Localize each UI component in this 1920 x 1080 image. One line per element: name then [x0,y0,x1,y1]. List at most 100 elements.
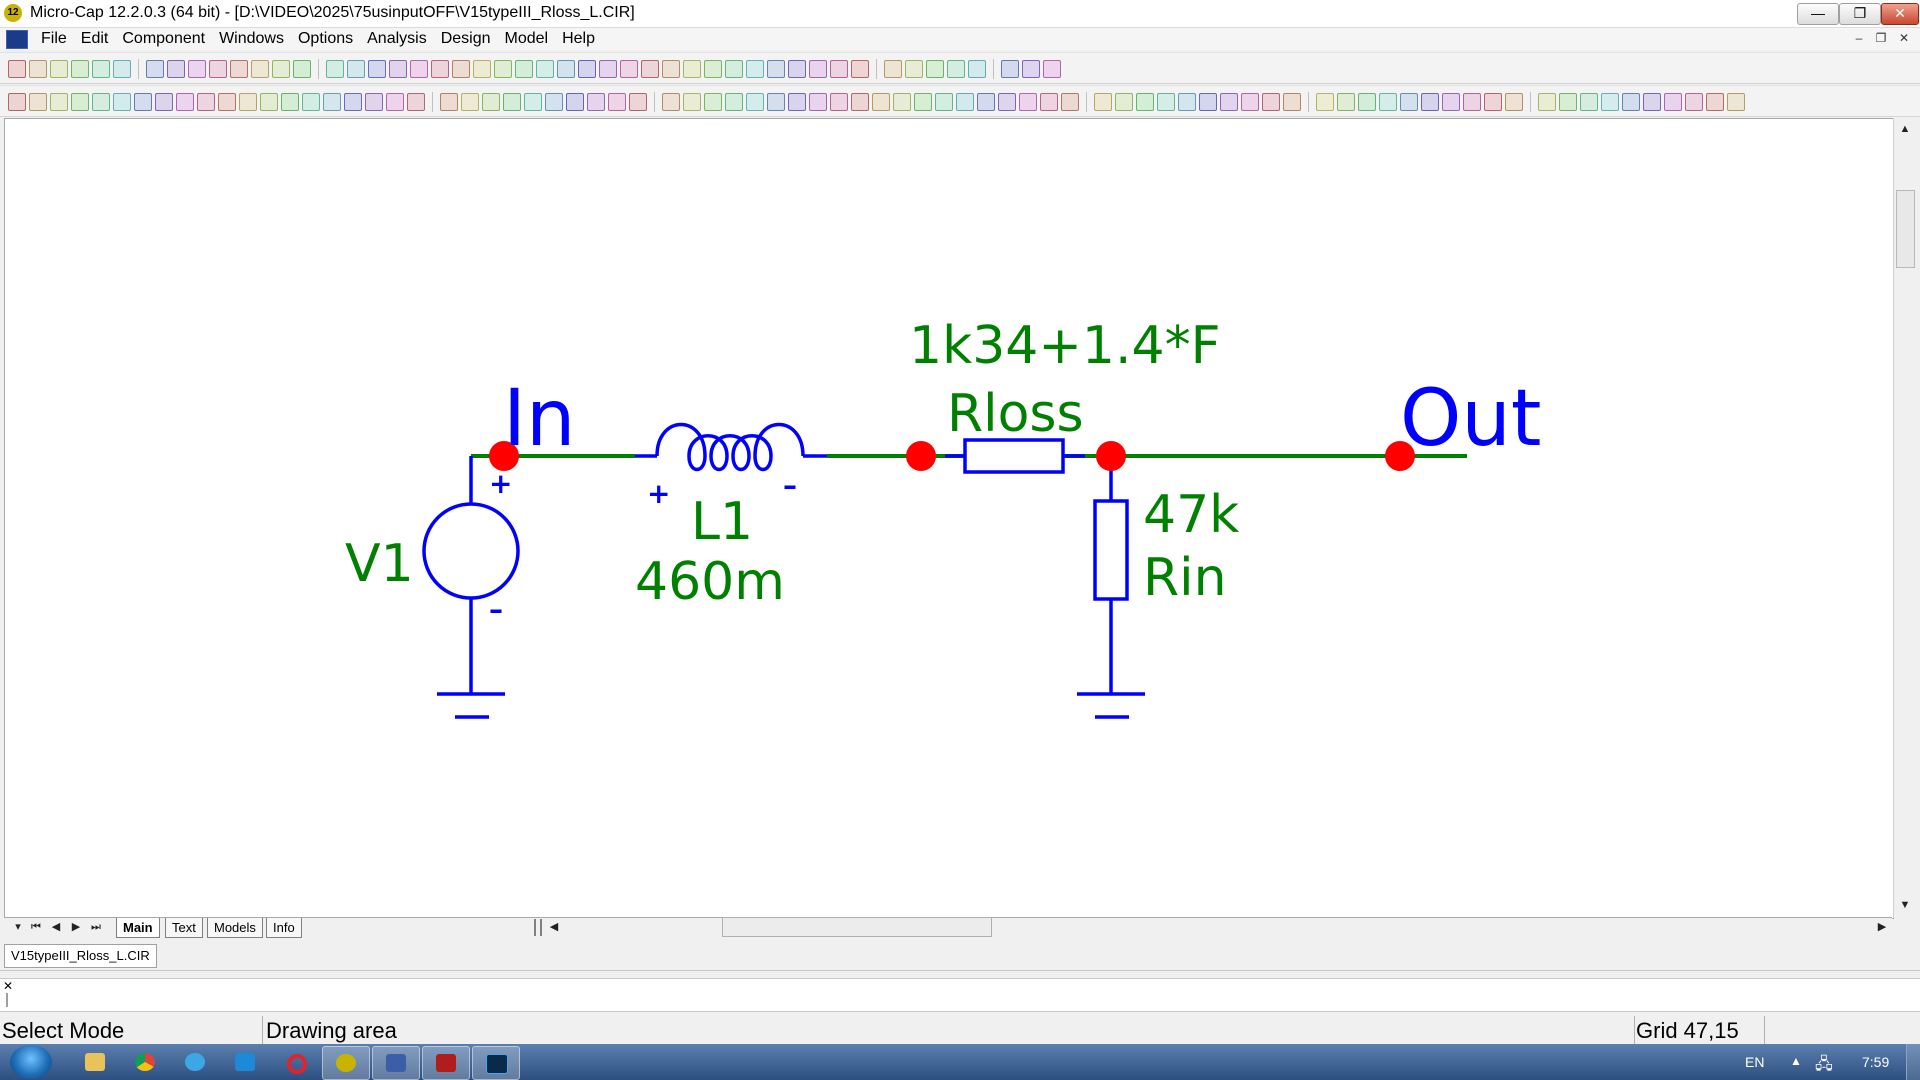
component-tool-icon[interactable] [407,93,425,111]
menu-windows[interactable]: Windows [219,30,284,47]
node-dot-rloss-rin[interactable] [1096,441,1126,471]
first-tab-icon[interactable]: ⏮ [31,921,41,933]
tab-text[interactable]: Text [165,918,203,938]
component-tool-icon[interactable] [662,93,680,111]
start-button[interactable] [10,1045,52,1079]
component-tool-icon[interactable] [914,93,932,111]
component-tool-icon[interactable] [1664,93,1682,111]
show-desktop-button[interactable] [1906,1044,1920,1080]
main-tool-icon[interactable] [8,60,26,78]
schematic-drawing-area[interactable]: + – + – In Out V1 L1 460m 1k34+1.4*F Rlo… [4,118,1894,919]
component-tool-icon[interactable] [524,93,542,111]
scroll-down-icon[interactable]: ▼ [1899,899,1911,911]
component-tool-icon[interactable] [1199,93,1217,111]
vertical-scroll-thumb[interactable] [1896,190,1915,268]
main-tool-icon[interactable] [1001,60,1019,78]
component-tool-icon[interactable] [893,93,911,111]
component-tool-icon[interactable] [344,93,362,111]
component-tool-icon[interactable] [1136,93,1154,111]
main-tool-icon[interactable] [884,60,902,78]
message-close-icon[interactable]: ✕ [3,979,14,993]
main-tool-icon[interactable] [683,60,701,78]
component-tool-icon[interactable] [1178,93,1196,111]
restore-button[interactable]: ❐ [1839,3,1881,25]
component-tool-icon[interactable] [503,93,521,111]
taskbar-chrome[interactable] [122,1046,168,1078]
node-dot-l1-rloss[interactable] [906,441,936,471]
component-tool-icon[interactable] [1727,93,1745,111]
component-tool-icon[interactable] [134,93,152,111]
component-tool-icon[interactable] [92,93,110,111]
main-tool-icon[interactable] [50,60,68,78]
main-tool-icon[interactable] [347,60,365,78]
label-l1-name[interactable]: L1 [691,492,753,552]
main-tool-icon[interactable] [431,60,449,78]
main-tool-icon[interactable] [326,60,344,78]
main-tool-icon[interactable] [473,60,491,78]
schematic-canvas[interactable]: + – + – In Out V1 L1 460m 1k34+1.4*F Rlo… [5,119,1893,918]
horizontal-scroll-thumb[interactable] [722,917,992,937]
component-tool-icon[interactable] [1706,93,1724,111]
component-tool-icon[interactable] [1538,93,1556,111]
component-tool-icon[interactable] [872,93,890,111]
menu-file[interactable]: File [41,30,67,47]
menu-help[interactable]: Help [562,30,595,47]
main-tool-icon[interactable] [905,60,923,78]
component-tool-icon[interactable] [746,93,764,111]
label-l1-value[interactable]: 460m [635,552,785,612]
label-rloss-value[interactable]: 1k34+1.4*F [909,316,1221,376]
component-tool-icon[interactable] [851,93,869,111]
scroll-up-icon[interactable]: ▲ [1899,123,1911,135]
resistor-rin[interactable] [1077,456,1145,719]
component-tool-icon[interactable] [1601,93,1619,111]
document-icon[interactable] [6,30,28,49]
component-tool-icon[interactable] [1316,93,1334,111]
component-tool-icon[interactable] [1400,93,1418,111]
tab-splitter[interactable] [534,919,542,936]
component-tool-icon[interactable] [1019,93,1037,111]
mdi-minimize-button[interactable]: – [1855,31,1863,45]
main-tool-icon[interactable] [230,60,248,78]
tab-info[interactable]: Info [266,918,302,938]
main-tool-icon[interactable] [293,60,311,78]
main-tool-icon[interactable] [368,60,386,78]
component-tool-icon[interactable] [1559,93,1577,111]
component-tool-icon[interactable] [482,93,500,111]
taskbar-micro-cap[interactable] [322,1046,370,1080]
component-tool-icon[interactable] [1463,93,1481,111]
component-tool-icon[interactable] [1580,93,1598,111]
menu-edit[interactable]: Edit [80,30,109,47]
main-tool-icon[interactable] [1022,60,1040,78]
tray-expand-icon[interactable]: ▲ [1790,1054,1802,1068]
component-tool-icon[interactable] [461,93,479,111]
main-tool-icon[interactable] [704,60,722,78]
main-tool-icon[interactable] [641,60,659,78]
scroll-right-icon[interactable]: ▶ [1877,921,1887,933]
main-tool-icon[interactable] [113,60,131,78]
component-tool-icon[interactable] [1622,93,1640,111]
label-rin-value[interactable]: 47k [1143,485,1239,545]
main-tool-icon[interactable] [557,60,575,78]
main-tool-icon[interactable] [71,60,89,78]
main-tool-icon[interactable] [1043,60,1061,78]
minimize-button[interactable]: — [1797,3,1839,25]
component-tool-icon[interactable] [218,93,236,111]
main-tool-icon[interactable] [167,60,185,78]
scroll-left-icon[interactable]: ◀ [549,921,559,933]
main-tool-icon[interactable] [968,60,986,78]
last-tab-icon[interactable]: ⏭ [91,921,101,933]
main-tool-icon[interactable] [947,60,965,78]
main-tool-icon[interactable] [251,60,269,78]
label-rloss-name[interactable]: Rloss [947,384,1084,444]
taskbar-photoshop[interactable] [472,1046,520,1080]
component-tool-icon[interactable] [956,93,974,111]
menu-model[interactable]: Model [504,30,549,47]
menu-options[interactable]: Options [297,30,354,47]
taskbar-save-app[interactable] [372,1046,420,1080]
taskbar-opera[interactable] [272,1046,318,1078]
component-tool-icon[interactable] [1442,93,1460,111]
main-tool-icon[interactable] [29,60,47,78]
voltage-source-v1[interactable] [422,456,520,719]
menu-analysis[interactable]: Analysis [367,30,427,47]
component-tool-icon[interactable] [1115,93,1133,111]
